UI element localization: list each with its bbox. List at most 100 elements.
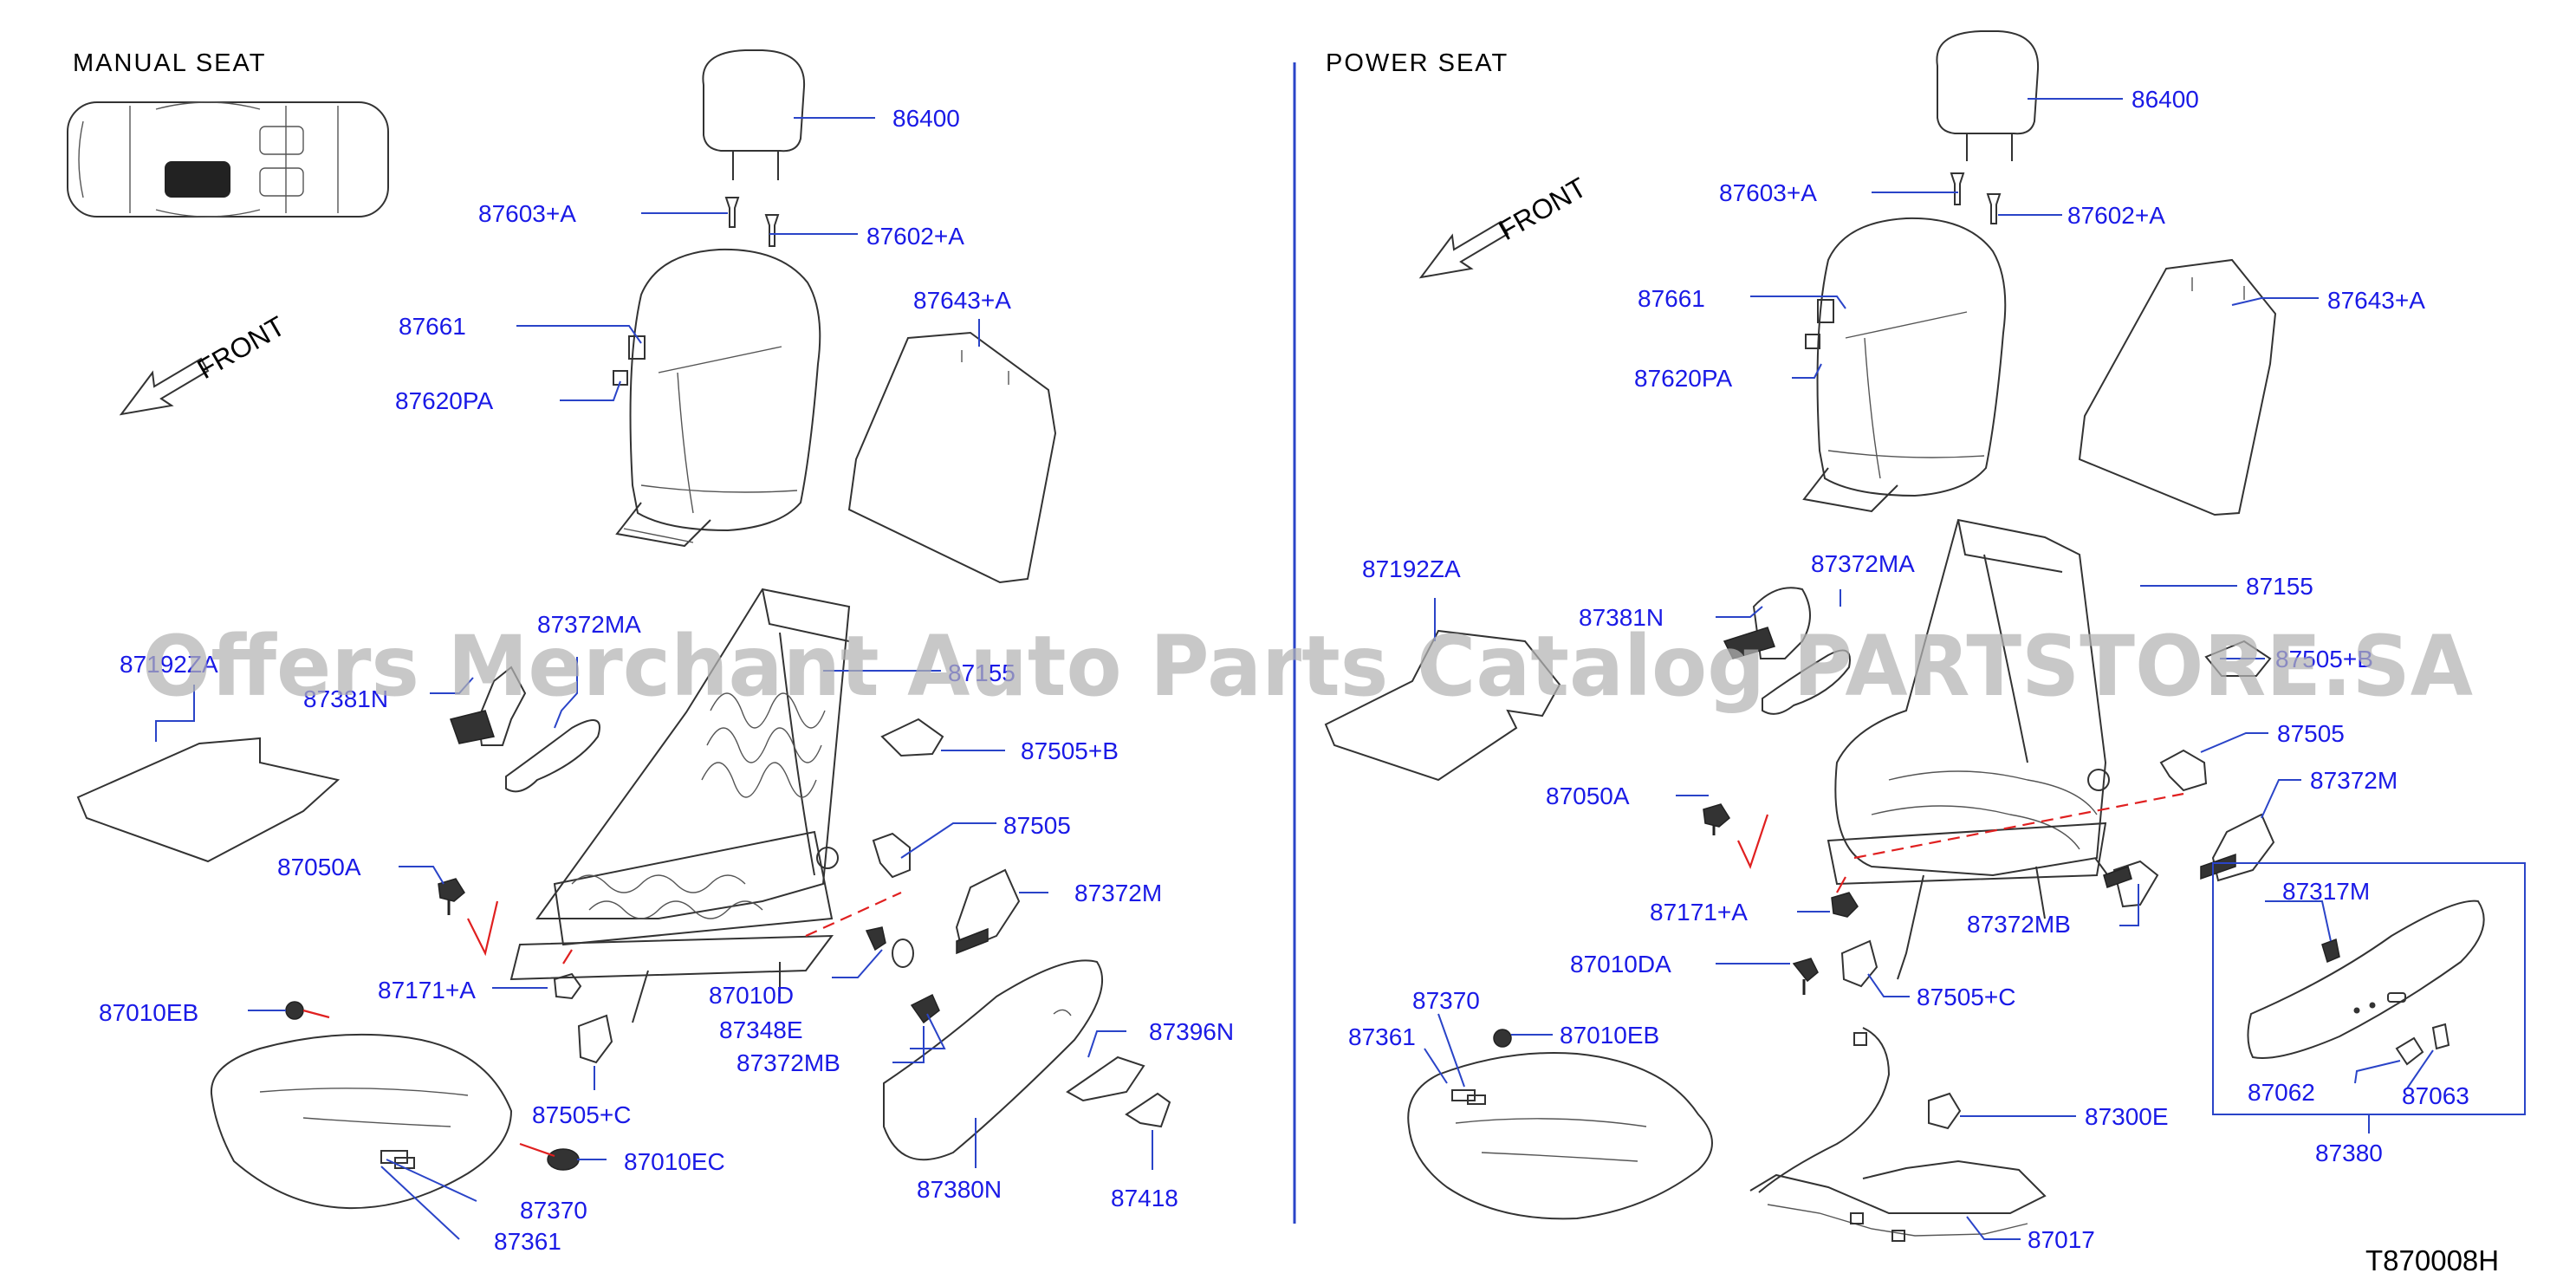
bolt-87050a-power: [1703, 803, 1730, 835]
guide-red-manual-4: [302, 1009, 555, 1158]
manual-seat-title: MANUAL SEAT: [73, 49, 266, 77]
side-cover-bottom-power: [2103, 860, 2159, 908]
cushion-pad-power: [1324, 629, 1561, 782]
guide-red-manual-1: [467, 900, 499, 957]
side-cover-outer-manual: [883, 959, 1103, 1161]
part-label-p87372mb: 87372MB: [1967, 911, 2071, 938]
part-label-p87381: 87381N: [1579, 604, 1664, 631]
part-label-p87361: 87361: [1348, 1023, 1416, 1050]
part-label-m87643: 87643+A: [913, 287, 1011, 314]
part-label-m87372m: 87372M: [1074, 880, 1162, 906]
guide-red-power-2: [1836, 876, 1846, 893]
knob-manual: [1125, 1092, 1171, 1128]
seatback-pad-power: [2078, 258, 2277, 516]
part-label-p87661: 87661: [1638, 285, 1705, 312]
recliner-cover-inner-power: [1723, 587, 1811, 659]
part-label-m87192: 87192ZA: [120, 651, 218, 678]
side-cover-inner-manual: [955, 868, 1021, 955]
part-label-m87620: 87620PA: [395, 387, 493, 414]
headrest-guides-manual: [724, 197, 780, 247]
part-label-p87603: 87603+A: [1719, 179, 1817, 206]
part-label-p87317: 87317M: [2282, 878, 2370, 905]
nut-87171-power: [1831, 892, 1859, 918]
part-label-p87155: 87155: [2246, 573, 2313, 600]
part-label-m87372ma: 87372MA: [537, 611, 641, 638]
cushion-trim-power: [1407, 1052, 1713, 1220]
part-label-p87062: 87062: [2248, 1079, 2315, 1106]
hinge-cover-power: [2159, 749, 2208, 792]
part-label-m87050: 87050A: [277, 854, 361, 880]
part-label-p87010da: 87010DA: [1570, 951, 1671, 977]
front-label-power: FRONT: [1494, 172, 1592, 246]
part-label-m87380n: 87380N: [917, 1176, 1002, 1203]
seatback-pad-manual: [847, 331, 1057, 584]
part-label-m86400: 86400: [892, 105, 960, 132]
diagram-code: T870008H: [2365, 1244, 2499, 1276]
finisher-manual: [1066, 1055, 1145, 1102]
part-label-m87010d: 87010D: [709, 982, 794, 1009]
front-label-manual: FRONT: [192, 310, 290, 385]
part-label-m87155: 87155: [948, 659, 1015, 686]
leaders-power: [1424, 98, 2434, 1240]
recliner-cover-inner-manual: [450, 666, 527, 746]
part-label-p87017: 87017: [2028, 1226, 2095, 1253]
hinge-cover-manual: [872, 832, 911, 879]
part-label-p87372m: 87372M: [2310, 767, 2398, 794]
part-label-p87171: 87171+A: [1650, 899, 1748, 926]
part-label-m87348: 87348E: [719, 1016, 803, 1043]
part-label-m87661: 87661: [399, 313, 466, 340]
part-label-m87602: 87602+A: [866, 223, 964, 250]
part-label-p87370: 87370: [1412, 987, 1480, 1014]
part-label-p87372ma: 87372MA: [1811, 550, 1915, 577]
hinge-cover-b-manual: [880, 718, 944, 757]
seatback-trim-manual: [613, 248, 821, 548]
wire-harness-power: [1749, 1027, 2047, 1242]
side-cover-inner-power: [2200, 813, 2275, 882]
part-label-m87603: 87603+A: [478, 200, 576, 227]
guide-red-power-1: [1737, 814, 1769, 869]
part-label-m87505c: 87505+C: [532, 1101, 631, 1128]
part-label-m87010eb: 87010EB: [99, 999, 198, 1026]
recliner-lever-manual: [505, 719, 600, 793]
part-label-m87361: 87361: [494, 1228, 561, 1255]
part-label-p87643: 87643+A: [2327, 287, 2425, 314]
part-label-m87505b: 87505+B: [1021, 737, 1119, 764]
leaders-manual: [155, 117, 1153, 1240]
headrest-manual: [702, 49, 806, 180]
part-label-p87010eb: 87010EB: [1560, 1022, 1659, 1049]
headrest-guides-power: [1950, 172, 2002, 224]
part-label-m87372mb: 87372MB: [736, 1049, 840, 1076]
hinge-cover-b-power: [2204, 640, 2272, 677]
front-arrow-manual: FRONT: [119, 310, 290, 416]
part-label-p87380: 87380: [2315, 1140, 2383, 1166]
part-label-p86400: 86400: [2132, 86, 2199, 113]
part-label-p87300: 87300E: [2085, 1103, 2169, 1130]
cushion-trim-manual: [210, 1033, 513, 1210]
harness-87300e-power: [1928, 1092, 1962, 1130]
guide-red-manual-2: [562, 949, 573, 964]
headrest-power: [1936, 30, 2040, 161]
part-label-m87381: 87381N: [303, 685, 388, 712]
part-label-p87505c: 87505+C: [1917, 984, 2015, 1010]
part-label-p87505: 87505: [2277, 720, 2345, 747]
bolt-87010d-manual: [865, 926, 914, 968]
part-label-m87370: 87370: [520, 1197, 587, 1224]
bolt-87010da-power: [1792, 958, 1819, 995]
seat-frame-manual: [509, 588, 851, 1023]
part-label-p87192: 87192ZA: [1362, 555, 1461, 582]
front-arrow-power: FRONT: [1418, 172, 1592, 279]
grommet-87010ec-manual: [547, 1148, 580, 1171]
part-label-m87171: 87171+A: [378, 977, 476, 1003]
cushion-pad-manual: [76, 737, 341, 863]
recliner-lever-power: [1762, 649, 1851, 715]
part-label-m87418: 87418: [1111, 1185, 1178, 1211]
part-label-p87050: 87050A: [1546, 783, 1630, 809]
part-label-p87602: 87602+A: [2067, 202, 2165, 229]
bolt-87050a-manual: [438, 878, 465, 915]
part-label-p87620: 87620PA: [1634, 365, 1732, 392]
grommet-87010eb-power: [1493, 1029, 1512, 1048]
part-label-p87063: 87063: [2402, 1082, 2469, 1109]
car-topview-icon: [67, 101, 389, 218]
guide-red-manual-3: [805, 891, 902, 938]
